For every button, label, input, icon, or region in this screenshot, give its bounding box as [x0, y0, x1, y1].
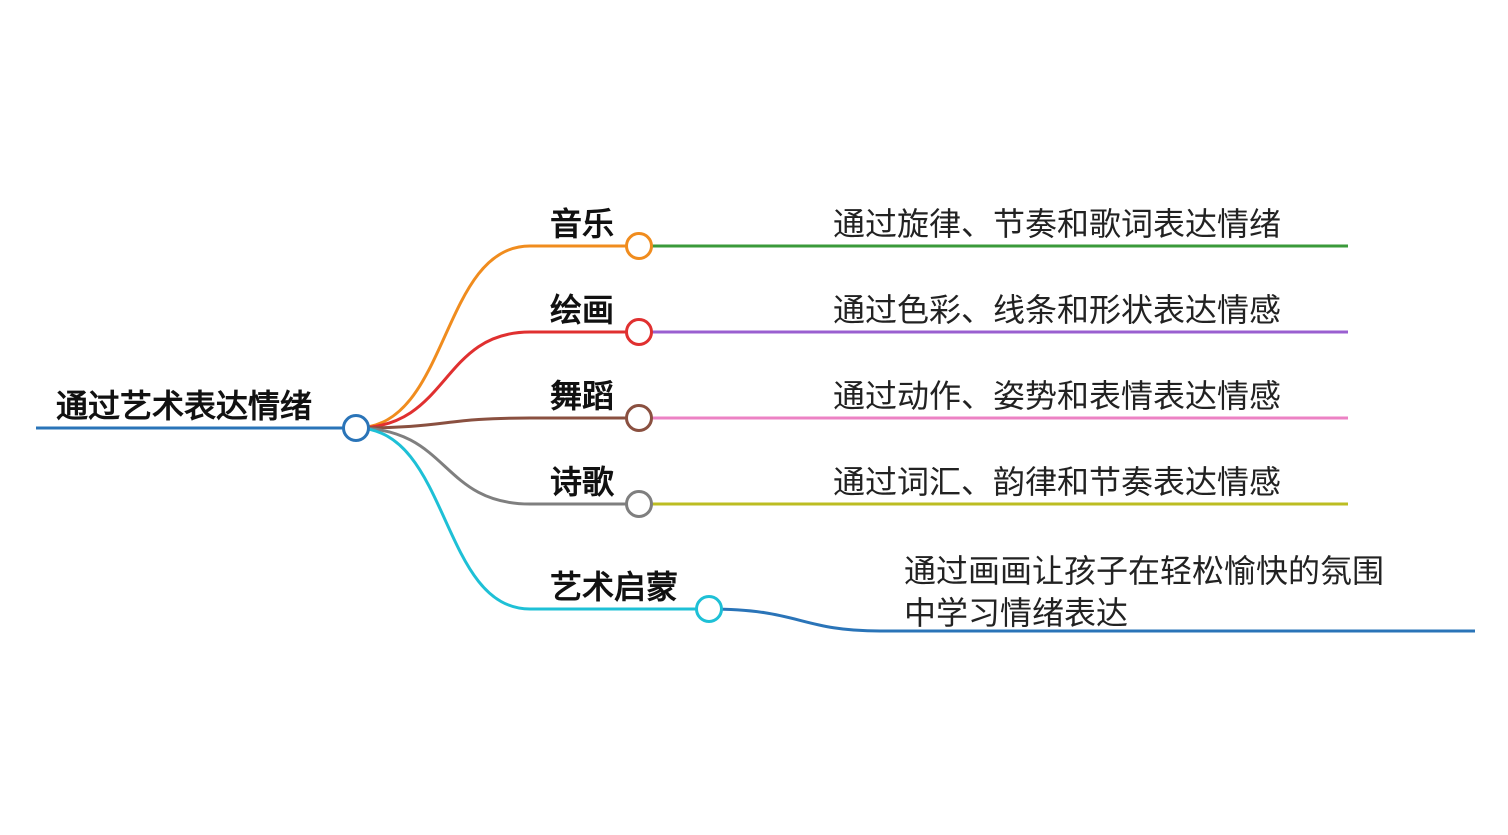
leaf-label-art-enlightenment[interactable]: 通过画画让孩子在轻松愉快的氛围 中学习情绪表达: [904, 550, 1464, 634]
leaf-label-painting[interactable]: 通过色彩、线条和形状表达情感: [833, 291, 1282, 329]
branch-node-circle-music[interactable]: [625, 232, 653, 260]
connector-painting: [355, 330, 639, 430]
root-node-circle[interactable]: [342, 414, 370, 442]
leaf-label-line: 通过画画让孩子在轻松愉快的氛围: [904, 552, 1385, 590]
leaf-underline-art-enlightenment: [708, 607, 1475, 633]
leaf-label-dance[interactable]: 通过动作、姿势和表情表达情感: [833, 377, 1282, 415]
branch-node-circle-painting[interactable]: [625, 318, 653, 346]
leaf-label-line: 中学习情绪表达: [904, 594, 1129, 632]
connector-dance: [355, 416, 639, 430]
branch-node-circle-art-enlightenment[interactable]: [695, 595, 723, 623]
branch-node-circle-dance[interactable]: [625, 404, 653, 432]
root-topic-label[interactable]: 通过艺术表达情绪: [56, 387, 313, 425]
leaf-label-music[interactable]: 通过旋律、节奏和歌词表达情绪: [833, 205, 1282, 243]
leaf-label-poetry[interactable]: 通过词汇、韵律和节奏表达情感: [833, 463, 1282, 501]
branch-label-painting[interactable]: 绘画: [550, 291, 615, 329]
branch-label-poetry[interactable]: 诗歌: [550, 463, 615, 501]
connector-art-enlightenment: [355, 426, 709, 611]
branch-node-circle-poetry[interactable]: [625, 490, 653, 518]
connector-poetry: [355, 426, 639, 506]
branch-label-art-enlightenment[interactable]: 艺术启蒙: [550, 568, 679, 606]
connector-music: [355, 244, 639, 430]
branch-label-music[interactable]: 音乐: [550, 205, 615, 243]
branch-label-dance[interactable]: 舞蹈: [550, 377, 615, 415]
